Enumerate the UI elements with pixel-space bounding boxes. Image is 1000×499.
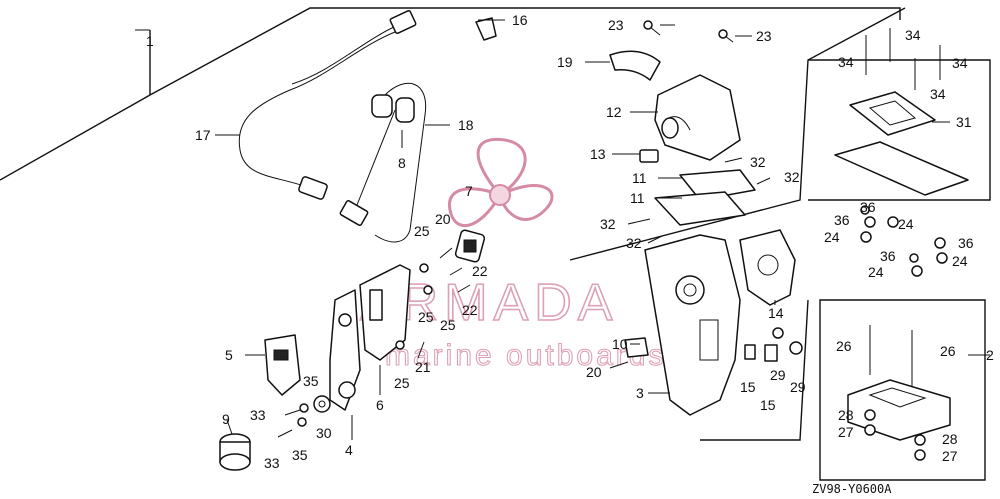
callout-29b: 29 <box>790 379 806 395</box>
nuts-right <box>860 205 948 277</box>
remote-control-cable-17 <box>238 10 417 200</box>
callout-36b: 36 <box>834 212 850 228</box>
part-2-spacer-block <box>847 379 951 441</box>
callout-labels: 1 2 3 4 5 6 7 8 9 10 11 11 12 13 14 15 1… <box>146 12 994 471</box>
callout-34c: 34 <box>952 55 968 71</box>
part-3-main-housing <box>644 234 741 416</box>
callout-14: 14 <box>768 305 784 321</box>
callout-24c: 24 <box>952 253 968 269</box>
callout-21: 21 <box>415 359 431 375</box>
leader-lines <box>135 19 985 440</box>
callout-36d: 36 <box>880 248 896 264</box>
callout-33a: 33 <box>250 407 266 423</box>
callout-4: 4 <box>345 442 353 458</box>
part-11-plates <box>654 169 756 226</box>
callout-24d: 24 <box>868 264 884 280</box>
callout-24a: 24 <box>898 216 914 232</box>
callout-20b: 20 <box>586 364 602 380</box>
callout-27b: 27 <box>942 448 958 464</box>
callout-10: 10 <box>612 336 628 352</box>
callout-30: 30 <box>316 425 332 441</box>
bolts-26 <box>869 325 913 390</box>
callout-23a: 23 <box>608 17 624 33</box>
callout-3: 3 <box>636 385 644 401</box>
callout-29a: 29 <box>770 367 786 383</box>
callout-20a: 20 <box>435 211 451 227</box>
callout-35b: 35 <box>292 447 308 463</box>
parts-15-29-small <box>744 327 803 362</box>
diagram-code: ZV98-Y0600A <box>812 482 892 496</box>
callout-18: 18 <box>458 117 474 133</box>
callout-25a: 25 <box>414 223 430 239</box>
part-9-grommet <box>219 433 251 471</box>
callout-34a: 34 <box>838 54 854 70</box>
nuts-bottom <box>864 409 926 461</box>
part-5-cover <box>264 334 301 396</box>
callout-25b: 25 <box>418 309 434 325</box>
part-13-clip <box>639 149 659 163</box>
callout-19: 19 <box>557 54 573 70</box>
harness-18 <box>339 82 427 243</box>
bolts-34 <box>865 28 941 90</box>
callout-31: 31 <box>956 114 972 130</box>
callout-32b: 32 <box>784 169 800 185</box>
part-7-switch <box>454 229 486 263</box>
part-31-gasket <box>849 91 936 136</box>
assembly-frame-right <box>808 59 991 481</box>
callout-32c: 32 <box>600 216 616 232</box>
part-19-pad <box>609 50 661 81</box>
callout-1: 1 <box>146 33 154 49</box>
part-14-gear-plate <box>739 229 796 306</box>
callout-11b: 11 <box>630 190 645 206</box>
callout-26a: 26 <box>836 338 852 354</box>
callout-13: 13 <box>590 146 606 162</box>
small-fasteners-left <box>277 17 497 438</box>
callout-33b: 33 <box>264 455 280 471</box>
callout-8: 8 <box>398 155 406 171</box>
callout-35a: 35 <box>303 373 319 389</box>
callout-32d: 32 <box>626 235 642 251</box>
callout-22b: 22 <box>462 302 478 318</box>
callout-28b: 28 <box>942 431 958 447</box>
callout-36a: 36 <box>860 199 876 215</box>
callout-15a: 15 <box>740 379 756 395</box>
assembly-frame-1 <box>0 7 906 441</box>
callout-9: 9 <box>222 411 230 427</box>
plate-31-base <box>834 141 969 196</box>
callout-28a: 28 <box>838 407 854 423</box>
callout-25c: 25 <box>440 317 456 333</box>
part-30-washer <box>313 395 331 413</box>
callout-2: 2 <box>986 347 994 363</box>
callout-6: 6 <box>376 397 384 413</box>
callout-25d: 25 <box>394 375 410 391</box>
callout-24b: 24 <box>824 229 840 245</box>
callout-7: 7 <box>465 183 473 199</box>
callout-32a: 32 <box>750 154 766 170</box>
screws-center <box>609 20 771 369</box>
part-4-lever <box>329 289 361 411</box>
callout-5: 5 <box>225 347 233 363</box>
part-6-bracket <box>359 264 411 361</box>
callout-27a: 27 <box>838 424 854 440</box>
callout-34d: 34 <box>930 86 946 102</box>
callout-16: 16 <box>512 12 528 28</box>
part-12-cover <box>654 74 741 161</box>
callout-17: 17 <box>195 127 211 143</box>
callout-26b: 26 <box>940 343 956 359</box>
callout-11a: 11 <box>632 170 647 186</box>
callout-22a: 22 <box>472 263 488 279</box>
callout-36c: 36 <box>958 235 974 251</box>
callout-12: 12 <box>606 104 622 120</box>
callout-23b: 23 <box>756 28 772 44</box>
callout-15b: 15 <box>760 397 776 413</box>
part-10-clamp <box>624 337 649 358</box>
watermark-tagline: marine outboards <box>385 339 666 372</box>
callout-34b: 34 <box>905 27 921 43</box>
